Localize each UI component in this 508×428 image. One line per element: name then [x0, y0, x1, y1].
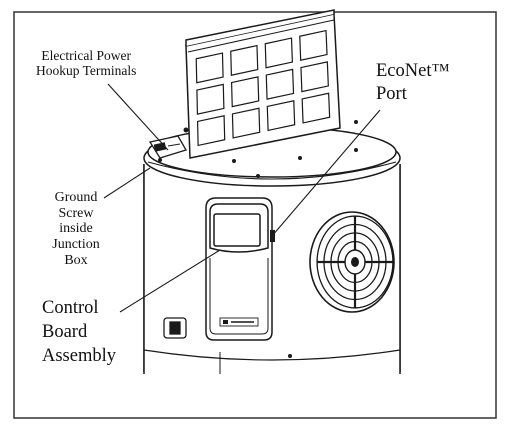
label-econet-port: EcoNet™ Port — [376, 61, 450, 105]
filter-cell — [231, 107, 261, 139]
outer-border — [13, 11, 497, 419]
air-filter-panel — [183, 9, 341, 159]
filter-cell — [265, 68, 295, 100]
leader-control — [119, 249, 221, 313]
drain-fitting — [163, 317, 187, 339]
filter-cell — [299, 29, 328, 62]
filter-cell — [301, 92, 331, 124]
label-control-board: Control Board Assembly — [42, 298, 116, 367]
filter-cell — [264, 37, 293, 69]
label-power-terminals: Electrical Power Hookup Terminals — [36, 48, 137, 79]
control-panel — [205, 197, 273, 341]
filter-cell — [266, 99, 296, 132]
filter-cell — [196, 114, 226, 147]
filter-cell — [230, 76, 260, 108]
filter-cell — [230, 44, 259, 77]
fan-grille — [309, 211, 395, 313]
label-ground-screw: Ground Screw inside Junction Box — [52, 190, 100, 268]
leader-econet — [271, 109, 381, 237]
filter-cell — [195, 52, 224, 84]
filter-cell — [196, 83, 225, 115]
leader-lines — [103, 83, 381, 313]
leader-power — [107, 83, 169, 151]
filter-cell — [300, 61, 329, 93]
leader-ground — [103, 167, 151, 199]
